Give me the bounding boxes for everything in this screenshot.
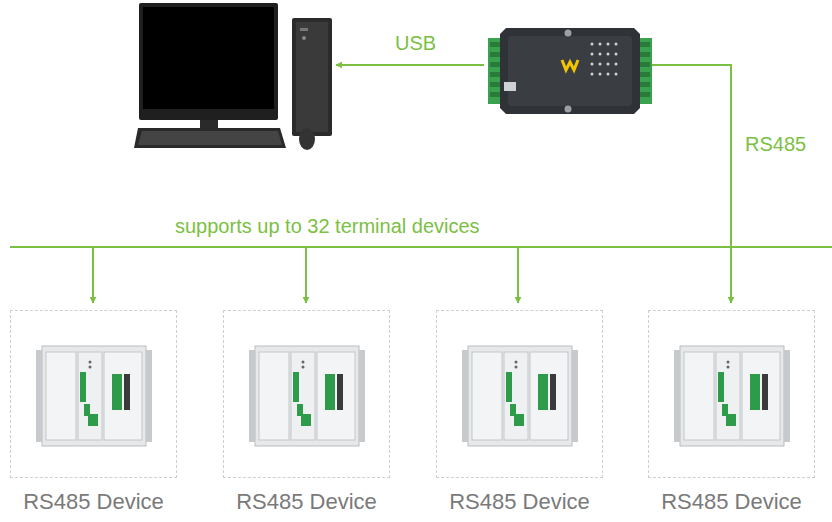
device-name: RS485 Device: [0, 489, 196, 515]
computer-picture: [134, 3, 332, 150]
converter-picture: [488, 28, 652, 114]
device-pictures: [36, 346, 790, 446]
wires: [10, 65, 832, 303]
device-box: RS485 Device: [648, 310, 815, 478]
device-name: RS485 Device: [204, 489, 409, 515]
device-box: RS485 Device: [436, 310, 603, 478]
device-name: RS485 Device: [629, 489, 832, 515]
bus-note: supports up to 32 terminal devices: [175, 215, 480, 238]
device-name: RS485 Device: [417, 489, 622, 515]
signal-label: RS485: [745, 133, 806, 156]
device-box: RS485 Device: [10, 310, 177, 478]
device-box: RS485 Device: [223, 310, 390, 478]
signal-label: USB: [395, 32, 436, 55]
